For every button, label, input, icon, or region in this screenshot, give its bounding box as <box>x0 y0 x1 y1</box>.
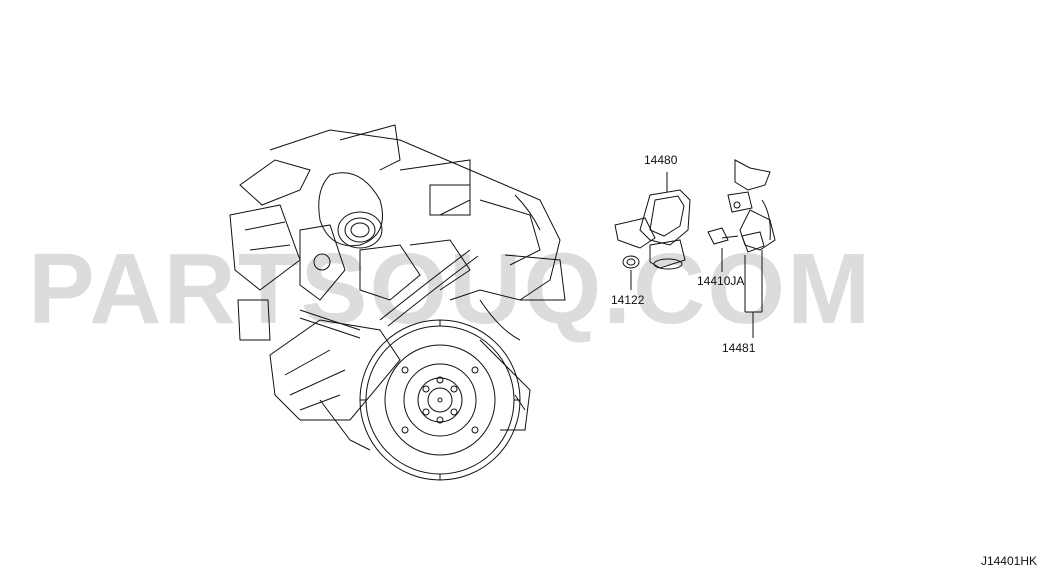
callout-14122[interactable]: 14122 <box>611 293 645 307</box>
part-14481-drawing <box>707 159 776 338</box>
part-14480-drawing <box>614 172 691 270</box>
engine-illustration <box>229 124 566 481</box>
diagram-code: J14401HK <box>980 554 1037 568</box>
callout-14480[interactable]: 14480 <box>644 153 678 167</box>
callout-14481[interactable]: 14481 <box>722 341 756 355</box>
part-14122-drawing <box>622 255 640 290</box>
flywheel-drawing <box>359 319 521 481</box>
callout-14410ja[interactable]: 14410JA <box>697 274 745 288</box>
